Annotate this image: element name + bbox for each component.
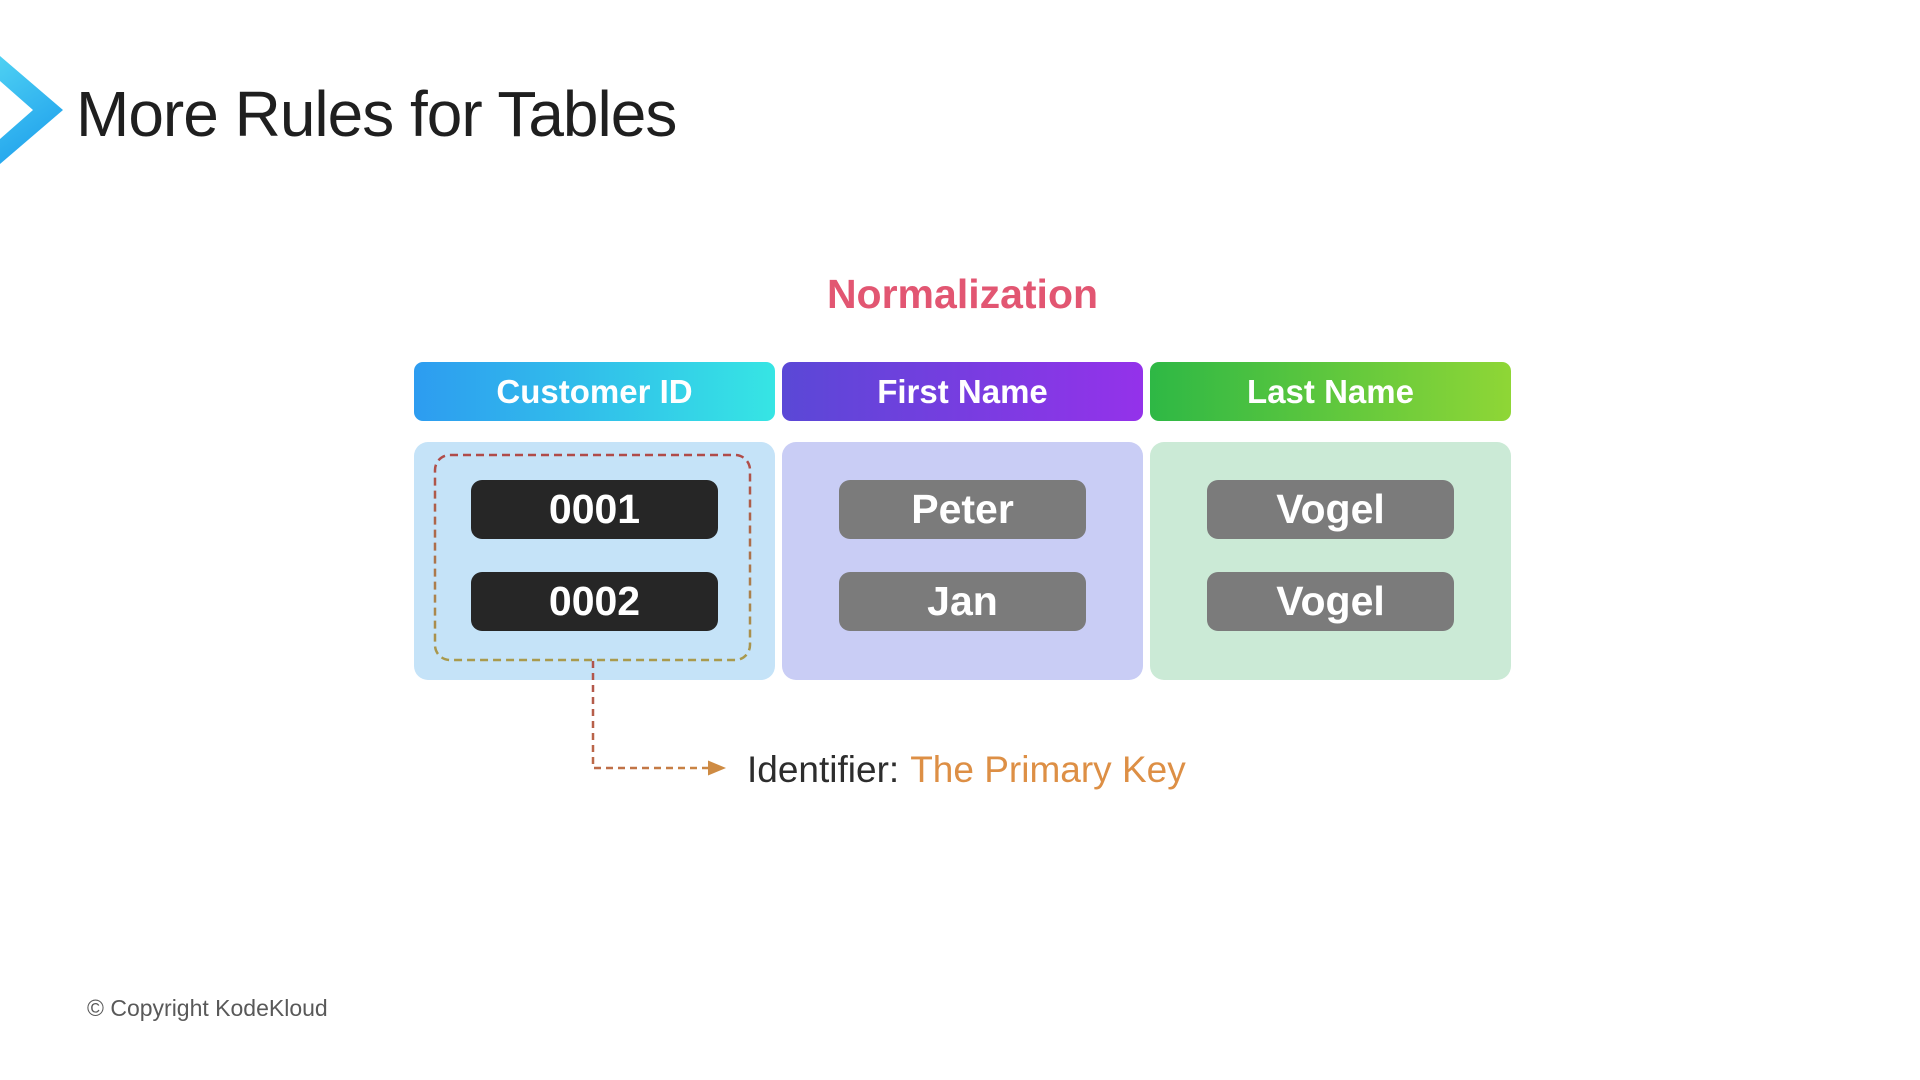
cell-first-name-1: Peter	[839, 480, 1086, 539]
annotation-highlight: The Primary Key	[910, 749, 1186, 790]
cell-first-name-2: Jan	[839, 572, 1086, 631]
column-header-last-name: Last Name	[1150, 362, 1511, 421]
cell-last-name-2: Vogel	[1207, 572, 1454, 631]
column-panel-customer-id: 0001 0002	[414, 442, 775, 680]
column-first-name: First Name Peter Jan	[782, 362, 1143, 680]
slide-title: More Rules for Tables	[76, 78, 677, 150]
copyright-notice: © Copyright KodeKloud	[87, 995, 328, 1021]
column-last-name: Last Name Vogel Vogel	[1150, 362, 1511, 680]
cell-last-name-1: Vogel	[1207, 480, 1454, 539]
column-header-first-name: First Name	[782, 362, 1143, 421]
chevron-right-icon	[0, 56, 63, 164]
cell-customer-id-1: 0001	[471, 480, 718, 539]
column-panel-last-name: Vogel Vogel	[1150, 442, 1511, 680]
column-panel-first-name: Peter Jan	[782, 442, 1143, 680]
diagram-title: Normalization	[826, 271, 1099, 317]
primary-key-annotation: Identifier:The Primary Key	[747, 750, 1186, 790]
cell-customer-id-2: 0002	[471, 572, 718, 631]
annotation-label: Identifier:	[747, 749, 900, 790]
connector-arrowhead	[708, 760, 726, 776]
column-header-customer-id: Customer ID	[414, 362, 775, 421]
column-customer-id: Customer ID 0001 0002	[414, 362, 775, 680]
